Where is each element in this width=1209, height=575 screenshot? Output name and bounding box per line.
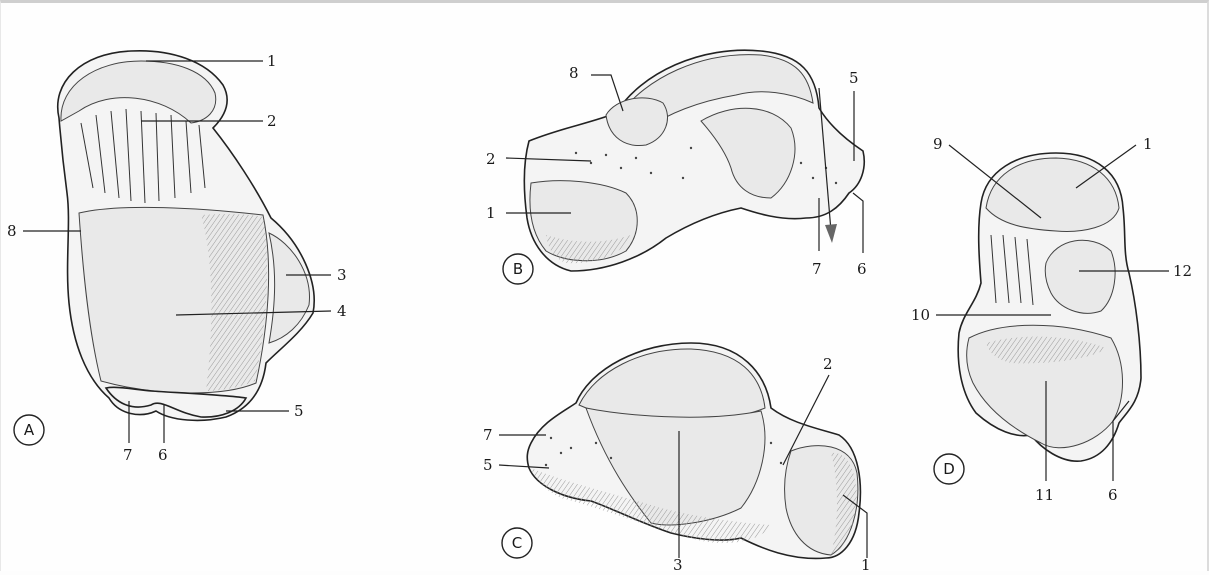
view-c-letter: C bbox=[512, 534, 522, 552]
view-d-label-12: 12 bbox=[1173, 262, 1192, 280]
view-b-label-8: 8 bbox=[569, 64, 579, 82]
anatomy-figure: 1 2 8 3 4 5 7 6 A bbox=[1, 3, 1209, 571]
view-b-label-6: 6 bbox=[857, 260, 867, 278]
view-c-label-3: 3 bbox=[673, 556, 683, 571]
view-a-label-3: 3 bbox=[337, 266, 347, 284]
view-d-letter: D bbox=[943, 460, 955, 478]
view-c-label-7: 7 bbox=[483, 426, 493, 444]
view-d: 9 1 12 10 11 6 D bbox=[911, 135, 1192, 504]
view-c-label-5: 5 bbox=[483, 456, 493, 474]
view-a-label-2: 2 bbox=[267, 112, 277, 130]
view-b-leader-6 bbox=[853, 193, 863, 253]
view-a-letter: A bbox=[24, 421, 35, 439]
view-b-label-1: 1 bbox=[486, 204, 496, 222]
view-b: 8 5 2 1 7 6 B bbox=[486, 50, 867, 284]
view-a: 1 2 8 3 4 5 7 6 A bbox=[7, 51, 347, 464]
view-a-label-7: 7 bbox=[123, 446, 133, 464]
view-b-label-7: 7 bbox=[812, 260, 822, 278]
view-a-label-6: 6 bbox=[158, 446, 168, 464]
view-d-label-11: 11 bbox=[1035, 486, 1054, 504]
view-b-label-2: 2 bbox=[486, 150, 496, 168]
view-c: 2 7 5 3 1 C bbox=[483, 343, 871, 571]
view-a-label-8: 8 bbox=[7, 222, 17, 240]
view-b-letter: B bbox=[513, 260, 523, 278]
view-a-label-5: 5 bbox=[294, 402, 304, 420]
view-d-label-6: 6 bbox=[1108, 486, 1118, 504]
view-b-arrow-head bbox=[825, 224, 837, 243]
view-d-label-10: 10 bbox=[911, 306, 930, 324]
view-a-label-1: 1 bbox=[267, 52, 277, 70]
view-c-label-1: 1 bbox=[861, 556, 871, 571]
view-d-label-1: 1 bbox=[1143, 135, 1153, 153]
view-c-label-2: 2 bbox=[823, 355, 833, 373]
view-a-label-4: 4 bbox=[337, 302, 347, 320]
view-d-label-9: 9 bbox=[933, 135, 943, 153]
view-b-label-5: 5 bbox=[849, 69, 859, 87]
